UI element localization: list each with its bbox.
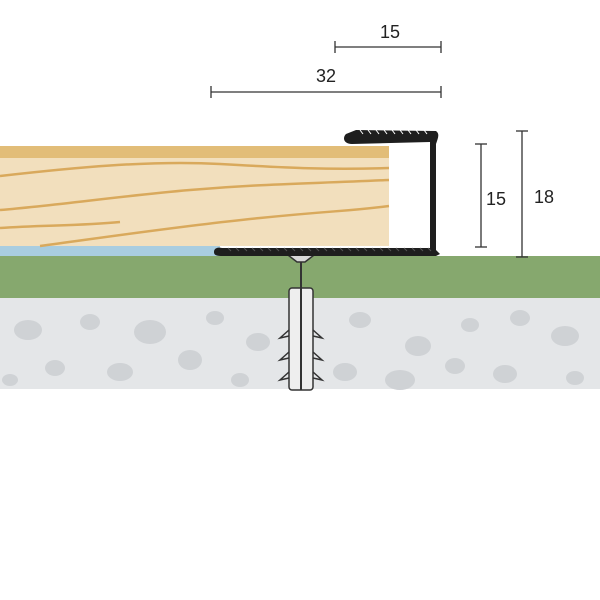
screw-and-dowel [277, 251, 325, 391]
concrete-pebble [493, 365, 517, 383]
profile-ridge [371, 247, 376, 252]
dim-total-height-label: 18 [534, 187, 554, 207]
concrete-pebble [231, 373, 249, 387]
profile-ridge [403, 247, 408, 252]
profile-ridge [411, 247, 416, 252]
dowel-rib [277, 371, 290, 382]
concrete-pebble [80, 314, 100, 330]
dowel-rib [312, 371, 325, 382]
dowel-rib [277, 329, 290, 340]
concrete-pebble [405, 336, 431, 356]
profile-ridges [227, 129, 432, 252]
profile-vertical-wall [430, 142, 436, 250]
concrete-pebble [333, 363, 357, 381]
dim-profile-height-label: 15 [486, 189, 506, 209]
profile-ridge [427, 247, 432, 252]
concrete-pebble [178, 350, 202, 370]
profile-ridge [387, 247, 392, 252]
profile-ridge [227, 247, 232, 252]
profile-ridge [395, 247, 400, 252]
profile-ridge [291, 247, 296, 252]
dowel-rib [312, 351, 325, 362]
profile-ridge [355, 247, 360, 252]
profile-ridge [267, 247, 272, 252]
concrete-pebble [45, 360, 65, 376]
profile-top-lip [344, 130, 439, 146]
edge-profile [214, 129, 440, 256]
profile-ridge [383, 129, 388, 135]
profile-ridge [407, 129, 412, 135]
underlay-strip [0, 246, 220, 256]
concrete-pebble [551, 326, 579, 346]
wood-grain-line [0, 161, 390, 178]
dowel-rib [312, 329, 325, 340]
profile-ridge [415, 129, 420, 135]
wood-floorboard [0, 146, 390, 248]
concrete-pebble [107, 363, 133, 381]
profile-ridge [299, 247, 304, 252]
profile-ridge [251, 247, 256, 252]
profile-ridge [367, 129, 372, 135]
profile-ridge [379, 247, 384, 252]
concrete-pebble [445, 358, 465, 374]
profile-ridge [363, 247, 368, 252]
concrete-pebble [246, 333, 270, 351]
dim-total-width-label: 32 [316, 66, 336, 86]
profile-ridge [359, 129, 364, 135]
profile-ridge [307, 247, 312, 252]
profile-ridge [423, 129, 428, 135]
dim-top-width-label: 15 [380, 22, 400, 42]
wood-grain-line [39, 204, 390, 248]
profile-ridge [243, 247, 248, 252]
profile-ridge [323, 247, 328, 252]
profile-ridge [347, 247, 352, 252]
concrete-pebble [14, 320, 42, 340]
concrete-pebble [461, 318, 479, 332]
profile-ridge [275, 247, 280, 252]
profile-base-strip [214, 247, 440, 256]
profile-ridge [375, 129, 380, 135]
wood-grain-line [0, 220, 121, 230]
wood-board-top-edge [0, 146, 389, 158]
concrete-pebble [349, 312, 371, 328]
concrete-pebble [2, 374, 18, 386]
concrete-pebble [134, 320, 166, 344]
profile-ridge [419, 247, 424, 252]
profile-ridge [259, 247, 264, 252]
wood-grain-line [0, 178, 390, 212]
profile-ridge [391, 129, 396, 135]
profile-ridge [315, 247, 320, 252]
profile-ridge [339, 247, 344, 252]
profile-ridge [235, 247, 240, 252]
dimension-lines: 15 32 15 18 [210, 22, 554, 258]
concrete-pebbles [2, 310, 584, 390]
concrete-pebble [566, 371, 584, 385]
dowel-rib [277, 351, 290, 362]
concrete-pebble [385, 370, 415, 390]
profile-ridge [331, 247, 336, 252]
profile-ridge [399, 129, 404, 135]
wood-board-body [0, 146, 389, 246]
concrete-pebble [510, 310, 530, 326]
concrete-pebble [206, 311, 224, 325]
profile-ridge [283, 247, 288, 252]
